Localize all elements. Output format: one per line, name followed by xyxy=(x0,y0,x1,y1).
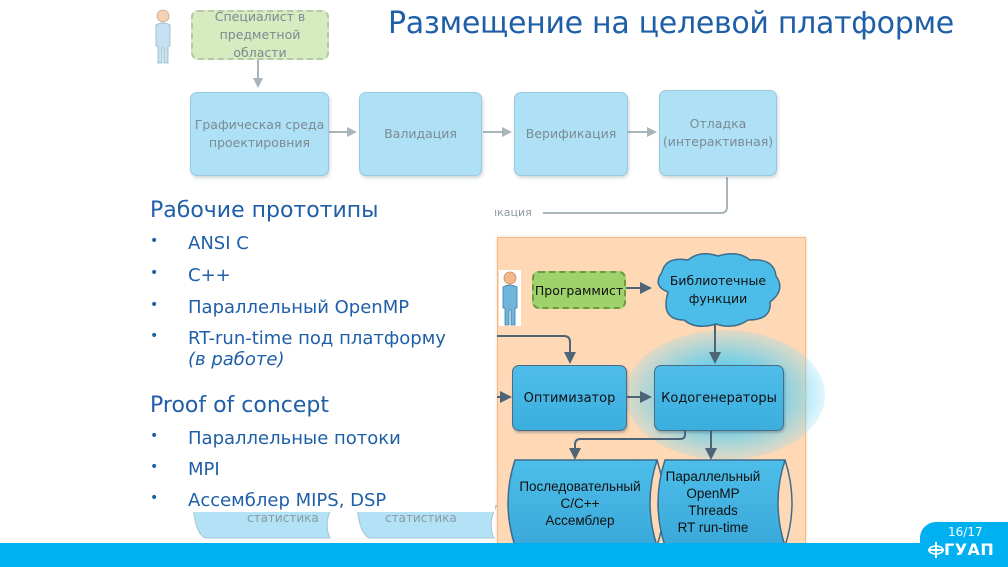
programmer-label: Программист xyxy=(534,282,624,298)
bullet-item: • Параллельный OpenMP xyxy=(150,297,490,321)
optimizer-box: Оптимизатор xyxy=(512,365,627,431)
faded-storage-1 xyxy=(192,505,334,539)
sequential-storage-label: Последовательный C/C++ Ассемблер xyxy=(505,479,655,530)
debug-line1: Отладка xyxy=(689,115,747,131)
bullet-text: Параллельные потоки xyxy=(188,428,401,449)
bullet-text: C++ xyxy=(188,265,231,286)
library-functions-cloud xyxy=(657,253,781,327)
bullet-dot-icon: • xyxy=(150,328,159,344)
guap-logo-icon xyxy=(928,542,944,558)
section-heading-proof-of-concept: Proof of concept xyxy=(150,393,330,418)
bullet-item: • RT-run-time под платформу (в работе) xyxy=(150,328,490,376)
parallel-storage-label: Параллельный OpenMP Threads RT run-time xyxy=(655,469,771,537)
library-functions-label: Библиотечные функции xyxy=(660,272,776,307)
debug-return-connector xyxy=(543,177,728,214)
bullet-text-wrap: RT-run-time под платформу (в работе) xyxy=(188,328,446,370)
specialist-label-line1: Специалист в xyxy=(214,8,306,24)
bullet-item: • MPI xyxy=(150,459,490,483)
faded-storage-label-1: статистика xyxy=(247,511,319,525)
section-heading-working-prototypes: Рабочие прототипы xyxy=(150,198,379,223)
sequential-line3: Ассемблер xyxy=(545,512,615,528)
output-storage-shapes xyxy=(507,459,793,547)
arrow-codegen-to-sequential xyxy=(569,428,686,460)
bullets-backdrop xyxy=(140,192,495,512)
bullet-dot-icon: • xyxy=(150,459,159,475)
library-line2: функции xyxy=(688,290,748,306)
bullet-note: (в работе) xyxy=(188,349,285,370)
bullet-item: • Параллельные потоки xyxy=(150,428,490,452)
bullet-text: ANSI C xyxy=(188,233,249,254)
bullet-item: • Ассемблер MIPS, DSP xyxy=(150,490,490,514)
faded-storage-2 xyxy=(356,505,498,539)
specialist-actor-icon xyxy=(152,8,174,64)
guap-logo-text: ГУАП xyxy=(944,540,995,559)
library-line1: Библиотечные xyxy=(669,273,767,288)
graphics-editor-line2: проектировния xyxy=(208,135,311,150)
graphics-editor-line1: Графическая среда xyxy=(194,116,325,132)
bullet-text: Параллельный OpenMP xyxy=(188,297,410,318)
parallel-line3: Threads xyxy=(688,502,738,518)
parallel-line2: OpenMP xyxy=(686,485,740,501)
codegen-box: Кодогенераторы xyxy=(654,365,784,431)
arrow-incoming-to-optimizer xyxy=(497,335,576,364)
bullet-dot-icon: • xyxy=(150,297,159,313)
bullet-text: Ассемблер MIPS, DSP xyxy=(188,490,387,511)
specialist-box: Специалист в предметной области xyxy=(191,8,329,61)
codegen-label: Кодогенераторы xyxy=(661,390,777,406)
bullet-item: • ANSI C xyxy=(150,233,490,257)
bullet-text: RT-run-time под платформу xyxy=(188,328,446,349)
faded-storage-label-2: статистика xyxy=(385,511,457,525)
programmer-actor-icon xyxy=(499,270,521,326)
bullet-dot-icon: • xyxy=(150,428,159,444)
bullet-text: MPI xyxy=(188,459,220,480)
parallel-line1: Параллельный xyxy=(665,469,761,484)
debug-line2: (интерактивная) xyxy=(662,134,774,149)
verification-box: Верификация xyxy=(514,92,628,176)
slide-title: Размещение на целевой платформе xyxy=(388,6,954,41)
specialist-label-line2: предметной области xyxy=(219,26,301,61)
bullet-dot-icon: • xyxy=(150,490,159,506)
validation-box: Валидация xyxy=(359,92,482,176)
debug-box: Отладка (интерактивная) xyxy=(659,90,777,176)
optimizer-label: Оптимизатор xyxy=(523,390,616,406)
inset-connectors xyxy=(497,282,721,460)
footer-bar xyxy=(0,543,1008,567)
validation-label: Валидация xyxy=(384,125,457,141)
graphics-editor-box: Графическая среда проектировния xyxy=(190,92,329,176)
bullet-item: • C++ xyxy=(150,265,490,289)
slide-number: 16/17 xyxy=(948,525,983,539)
sequential-line2: C/C++ xyxy=(560,495,600,511)
bullet-dot-icon: • xyxy=(150,233,159,249)
parallel-line4: RT run-time xyxy=(677,519,749,535)
bullet-dot-icon: • xyxy=(150,265,159,281)
sequential-line1: Последовательный xyxy=(519,479,641,494)
programmer-box: Программист xyxy=(532,271,626,309)
faded-storage-shapes xyxy=(192,505,498,539)
parallel-storage-edge xyxy=(784,459,793,547)
footer-tab xyxy=(920,522,1008,567)
partial-connector-label: икация xyxy=(490,206,532,219)
verification-label: Верификация xyxy=(525,125,617,141)
